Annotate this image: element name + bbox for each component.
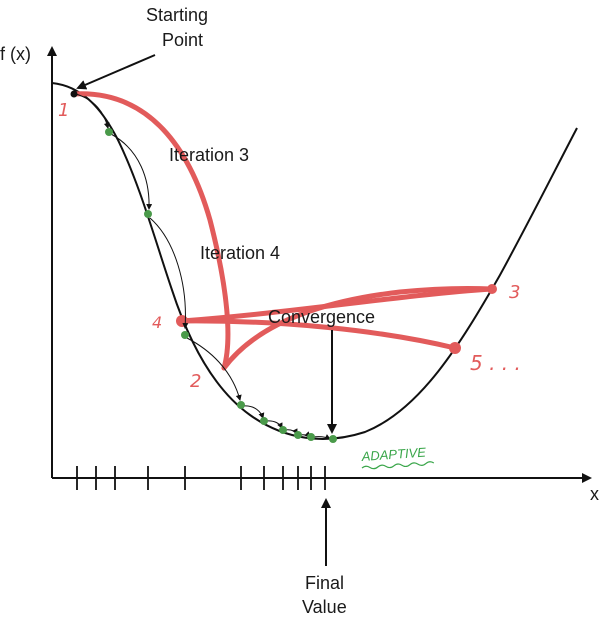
green-point <box>329 435 337 443</box>
red-stroke-1-to-2 <box>71 91 231 371</box>
red-stroke-3-to-4 <box>179 286 495 324</box>
loss-curve <box>51 82 578 440</box>
green-point <box>307 433 315 441</box>
red-stroke-4-to-5 <box>179 318 458 351</box>
red-iteration-path <box>71 91 495 371</box>
green-point <box>237 401 245 409</box>
starting-point-dot <box>70 90 78 98</box>
handwritten-number-1: 1 <box>58 100 69 121</box>
step-arrow <box>186 337 242 401</box>
handwritten-number-5: 5 . . . <box>470 351 521 375</box>
red-point-3 <box>487 284 497 294</box>
final-value-label-line1: Final <box>305 573 344 593</box>
starting-point-arrow <box>76 54 156 90</box>
red-stroke-2-to-3 <box>221 285 495 371</box>
green-point <box>105 128 113 136</box>
step-arrow <box>110 133 153 210</box>
iteration-3-label: Iteration 3 <box>169 145 249 165</box>
green-point <box>181 331 189 339</box>
green-point <box>279 426 287 434</box>
step-arrow <box>75 93 110 129</box>
handwritten-number-4: 4 <box>152 313 162 332</box>
green-point <box>260 417 268 425</box>
green-point <box>144 210 152 218</box>
x-axis-ticks <box>76 466 326 490</box>
x-axis-label: x <box>590 484 599 504</box>
step-arrow <box>149 217 189 329</box>
handwritten-number-2: 2 <box>190 371 201 392</box>
adaptive-label: ADAPTIVE <box>360 445 427 465</box>
starting-point-label-line2: Point <box>162 30 203 50</box>
final-value-label-line2: Value <box>302 597 347 617</box>
handwritten-number-3: 3 <box>509 282 520 303</box>
red-point-4 <box>176 315 188 327</box>
convergence-label: Convergence <box>268 307 375 327</box>
step-arrow <box>242 405 265 419</box>
y-axis-label: f (x) <box>0 44 31 64</box>
red-point-5 <box>449 342 461 354</box>
green-point <box>294 431 302 439</box>
adaptive-underline <box>361 461 435 470</box>
starting-point-label-line1: Starting <box>146 5 208 25</box>
adaptive-points <box>105 128 337 443</box>
iteration-4-label: Iteration 4 <box>200 243 280 263</box>
